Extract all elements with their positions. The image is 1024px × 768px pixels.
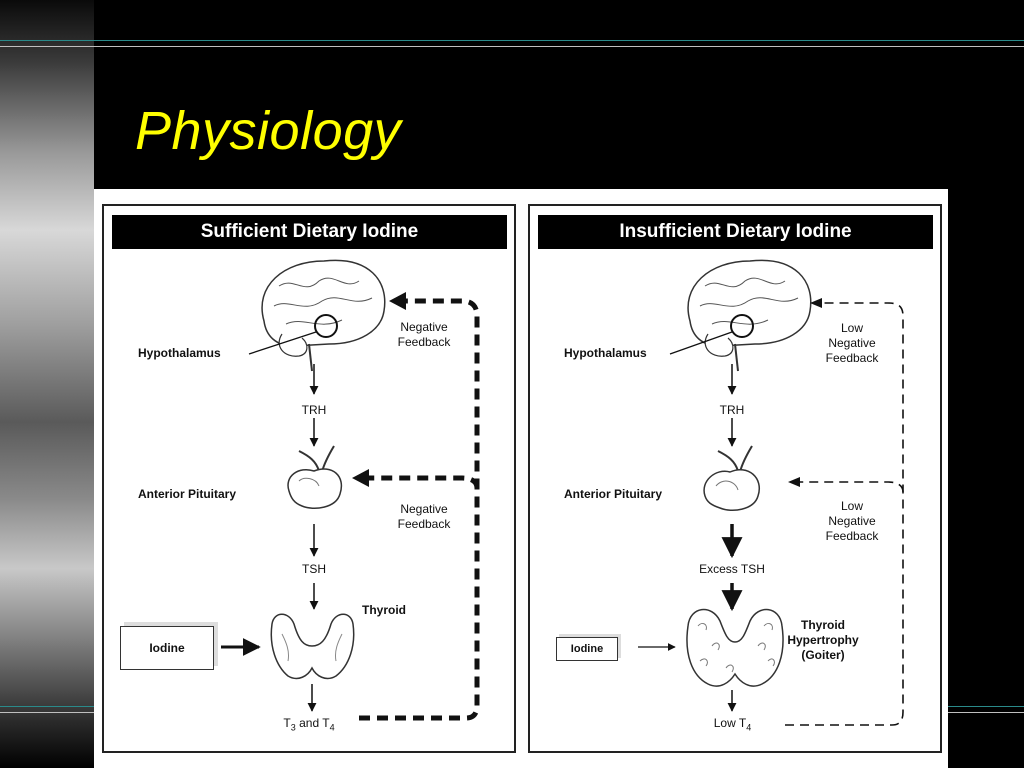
feedback-label-top: Negative Feedback (397, 320, 451, 349)
insufficient-iodine-panel: Insufficient Dietary Iodine (528, 204, 942, 753)
panel-header: Sufficient Dietary Iodine (112, 215, 507, 249)
hypothalamus-label: Hypothalamus (564, 346, 647, 360)
feedback-label-top: Low Negative Feedback (825, 321, 879, 365)
feedback-label-mid: Low Negative Feedback (825, 499, 879, 543)
iodine-label: Iodine (570, 643, 604, 655)
hypothalamus-pointer (248, 331, 317, 355)
trh-label: TRH (719, 403, 745, 417)
thyroid-label: Thyroid (362, 603, 406, 617)
pituitary-icon (287, 445, 343, 509)
low-t4-label: Low T4 (713, 716, 752, 733)
iodine-feedback-figure: Sufficient Dietary Iodine (94, 189, 948, 768)
hypothalamus-pointer (669, 331, 733, 355)
anterior-pituitary-label: Anterior Pituitary (564, 487, 663, 501)
side-gradient-bar (0, 0, 94, 768)
pituitary-icon (703, 445, 761, 511)
excess-tsh-label: Excess TSH (699, 562, 765, 576)
slide-title: Physiology (135, 101, 402, 161)
tsh-label: TSH (302, 562, 326, 576)
hypothalamus-label: Hypothalamus (138, 346, 221, 360)
diagram-graphics (638, 259, 904, 726)
iodine-box: Iodine (120, 626, 214, 670)
output-hormones-label: T3 and T4 (283, 716, 335, 733)
anterior-pituitary-label: Anterior Pituitary (138, 487, 237, 501)
goiter-thyroid-icon (686, 608, 784, 687)
goiter-label: Thyroid Hypertrophy (Goiter) (787, 618, 859, 662)
iodine-label: Iodine (149, 641, 185, 655)
sufficient-iodine-panel: Sufficient Dietary Iodine (102, 204, 516, 753)
feedback-label-mid: Negative Feedback (397, 502, 451, 531)
panel-header: Insufficient Dietary Iodine (538, 215, 933, 249)
brain-icon (261, 259, 386, 372)
trh-label: TRH (301, 403, 327, 417)
top-divider-line (0, 46, 1024, 47)
brain-icon (687, 259, 812, 372)
top-accent-line (0, 40, 1024, 41)
thyroid-icon (270, 613, 355, 680)
iodine-box: Iodine (556, 637, 618, 661)
diagram-graphics (221, 259, 480, 721)
